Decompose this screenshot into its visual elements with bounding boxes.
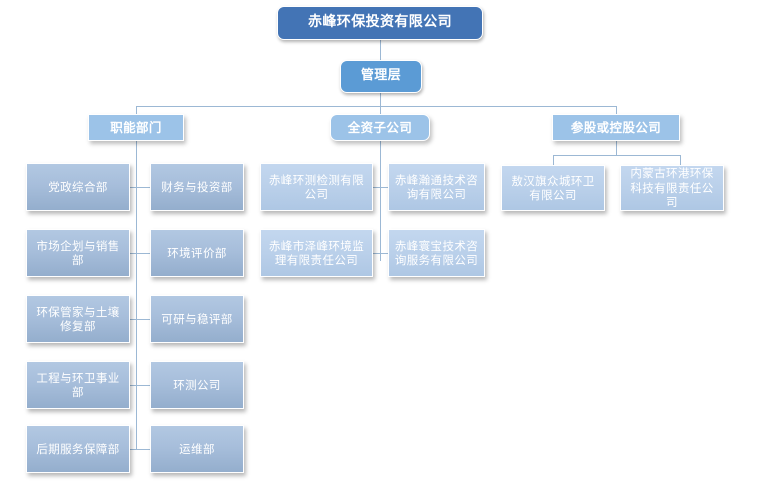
stub-functional-row-4-left xyxy=(130,385,137,386)
node-department-label: 可研与稳评部 xyxy=(161,311,233,326)
node-department[interactable]: 环测公司 xyxy=(150,361,244,409)
node-department[interactable]: 环境评价部 xyxy=(150,229,244,277)
stub-functional-row-4-right xyxy=(136,385,150,386)
node-subsidiary-label: 赤峰市泽峰环境监理有限责任公司 xyxy=(268,238,365,267)
spine-wholly-owned xyxy=(380,141,381,261)
spine-equity xyxy=(616,141,617,155)
node-equity-company[interactable]: 内蒙古环港环保科技有限责任公司 xyxy=(620,165,724,211)
node-department[interactable]: 可研与稳评部 xyxy=(150,295,244,343)
stub-subsidiary-row-1-left xyxy=(373,187,380,188)
stub-functional-row-2-left xyxy=(130,253,137,254)
node-root-company[interactable]: 赤峰环保投资有限公司 xyxy=(277,6,483,40)
connector-bus-to-wholly-owned xyxy=(380,106,381,114)
node-subsidiary-label: 赤峰寰宝技术咨询服务有限公司 xyxy=(394,238,479,267)
node-management-layer-label: 管理层 xyxy=(360,68,402,84)
stub-functional-row-1-right xyxy=(136,187,150,188)
node-department-label: 后期服务保障部 xyxy=(36,441,120,456)
node-department[interactable]: 环保管家与土壤修复部 xyxy=(26,295,130,343)
stub-functional-row-3-right xyxy=(136,319,150,320)
node-category-wholly-owned-label: 全资子公司 xyxy=(347,119,413,135)
node-management-layer[interactable]: 管理层 xyxy=(340,60,422,93)
node-subsidiary[interactable]: 赤峰瀚通技术咨询有限公司 xyxy=(388,163,485,211)
node-department[interactable]: 运维部 xyxy=(150,425,244,473)
node-category-wholly-owned[interactable]: 全资子公司 xyxy=(330,114,430,141)
stub-functional-row-2-right xyxy=(136,253,150,254)
connector-equity-left xyxy=(553,155,554,165)
node-department-label: 环测公司 xyxy=(173,377,221,392)
node-category-equity-holding-label: 参股或控股公司 xyxy=(570,119,662,135)
node-department[interactable]: 市场企划与销售部 xyxy=(26,229,130,277)
node-subsidiary[interactable]: 赤峰环测检测有限公司 xyxy=(260,163,373,211)
connector-category-bus xyxy=(136,106,616,107)
node-category-equity-holding[interactable]: 参股或控股公司 xyxy=(552,114,680,141)
stub-functional-row-5-right xyxy=(136,449,150,450)
node-department-label: 党政综合部 xyxy=(48,179,108,194)
node-equity-company-label: 敖汉旗众城环卫有限公司 xyxy=(511,173,595,202)
bus-equity xyxy=(553,155,680,156)
connector-equity-right xyxy=(680,155,681,165)
node-subsidiary-label: 赤峰瀚通技术咨询有限公司 xyxy=(394,172,479,201)
node-department[interactable]: 党政综合部 xyxy=(26,163,130,211)
connector-management-stub xyxy=(380,93,381,106)
stub-subsidiary-row-2-right xyxy=(380,253,388,254)
node-equity-company-label: 内蒙古环港环保科技有限责任公司 xyxy=(630,166,714,210)
node-subsidiary[interactable]: 赤峰寰宝技术咨询服务有限公司 xyxy=(388,229,485,277)
stub-functional-row-1-left xyxy=(130,187,137,188)
stub-subsidiary-row-1-right xyxy=(380,187,388,188)
node-category-functional[interactable]: 职能部门 xyxy=(88,114,184,141)
node-department-label: 财务与投资部 xyxy=(161,179,233,194)
node-department-label: 工程与环卫事业部 xyxy=(36,370,120,399)
node-department-label: 市场企划与销售部 xyxy=(36,238,120,267)
stub-functional-row-5-left xyxy=(130,449,137,450)
connector-bus-to-equity xyxy=(616,106,617,114)
connector-bus-to-functional xyxy=(136,106,137,114)
node-subsidiary[interactable]: 赤峰市泽峰环境监理有限责任公司 xyxy=(260,229,373,277)
connector-root-to-management xyxy=(380,40,381,60)
node-department[interactable]: 财务与投资部 xyxy=(150,163,244,211)
spine-functional xyxy=(136,141,137,449)
stub-subsidiary-row-2-left xyxy=(373,253,380,254)
node-root-company-label: 赤峰环保投资有限公司 xyxy=(308,14,452,31)
node-equity-company[interactable]: 敖汉旗众城环卫有限公司 xyxy=(501,165,605,211)
node-department-label: 环保管家与土壤修复部 xyxy=(36,304,120,333)
node-category-functional-label: 职能部门 xyxy=(110,119,162,135)
node-department[interactable]: 后期服务保障部 xyxy=(26,425,130,473)
stub-functional-row-3-left xyxy=(130,319,137,320)
node-department-label: 环境评价部 xyxy=(167,245,227,260)
node-department[interactable]: 工程与环卫事业部 xyxy=(26,361,130,409)
node-department-label: 运维部 xyxy=(179,441,215,456)
node-subsidiary-label: 赤峰环测检测有限公司 xyxy=(268,172,365,201)
